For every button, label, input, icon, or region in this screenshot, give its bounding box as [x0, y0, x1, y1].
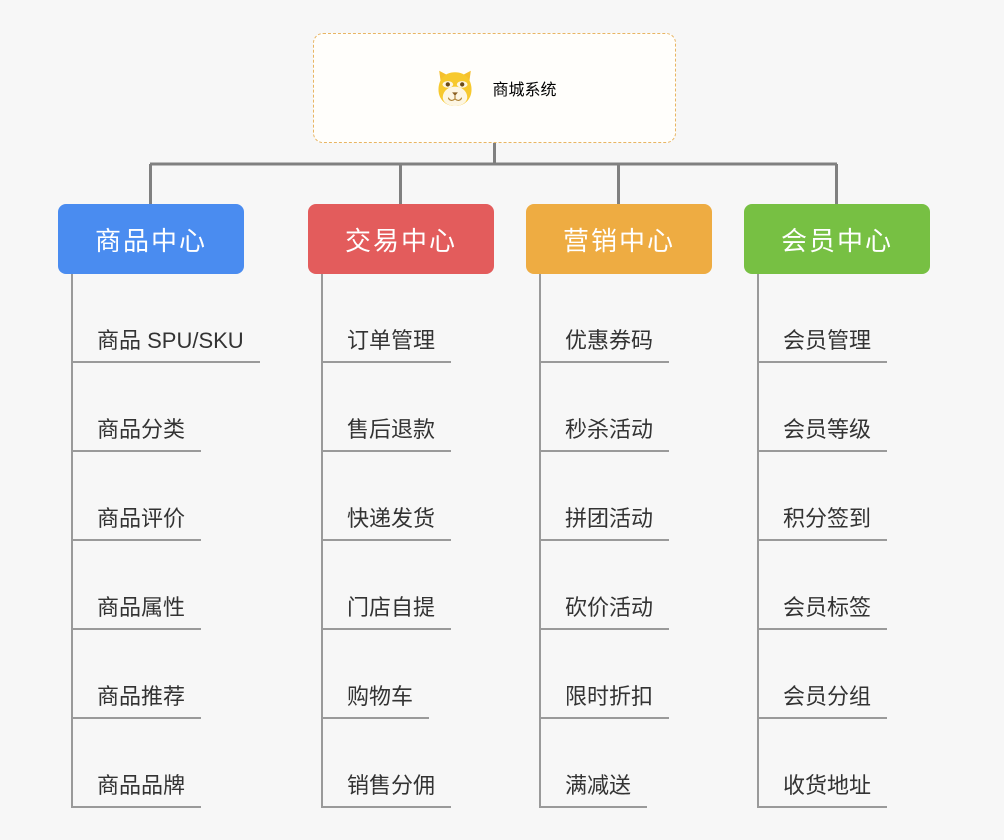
leaf-connector — [321, 628, 347, 630]
leaf-item[interactable]: 砍价活动 — [539, 541, 712, 630]
leaf-connector — [71, 806, 97, 808]
category-title-4: 会员中心 — [780, 225, 893, 256]
trunk-line-1 — [71, 274, 73, 808]
leaf-connector — [757, 361, 783, 363]
leaf-item[interactable]: 秒杀活动 — [539, 363, 712, 452]
leaf-connector — [71, 361, 97, 363]
leaf-connector — [71, 539, 97, 541]
leaf-connector — [321, 717, 347, 719]
leaf-item[interactable]: 售后退款 — [321, 363, 494, 452]
leaf-item[interactable]: 商品分类 — [71, 363, 244, 452]
leaf-connector — [539, 628, 565, 630]
leaf-item[interactable]: 满减送 — [539, 719, 712, 808]
leaf-connector — [757, 450, 783, 452]
leaf-connector — [321, 450, 347, 452]
leaf-connector — [539, 539, 565, 541]
trunk-line-2 — [321, 274, 323, 808]
leaf-connector — [539, 450, 565, 452]
shiba-dog-icon — [432, 65, 478, 111]
leaf-connector — [757, 628, 783, 630]
category-header-2[interactable]: 交易中心 — [308, 204, 494, 274]
leaf-connector — [71, 717, 97, 719]
leaf-item[interactable]: 门店自提 — [321, 541, 494, 630]
category-title-2: 交易中心 — [344, 225, 457, 256]
leaf-item[interactable]: 积分签到 — [757, 452, 930, 541]
leaf-item[interactable]: 优惠券码 — [539, 274, 712, 363]
branch-column-1: 商品中心 商品 SPU/SKU 商品分类 商品评价 商品属性 商品推荐 商品品牌 — [58, 204, 260, 808]
leaf-item[interactable]: 商品评价 — [71, 452, 244, 541]
trunk-line-3 — [539, 274, 541, 808]
leaf-list-1: 商品 SPU/SKU 商品分类 商品评价 商品属性 商品推荐 商品品牌 — [58, 274, 260, 808]
branch-column-4: 会员中心 会员管理 会员等级 积分签到 会员标签 会员分组 收货地址 — [744, 204, 930, 808]
leaf-item[interactable]: 会员等级 — [757, 363, 930, 452]
root-title: 商城系统 — [492, 82, 557, 99]
leaf-item[interactable]: 订单管理 — [321, 274, 494, 363]
leaf-item[interactable]: 商品 SPU/SKU — [71, 274, 260, 363]
leaf-connector — [321, 539, 347, 541]
leaf-list-3: 优惠券码 秒杀活动 拼团活动 砍价活动 限时折扣 满减送 — [526, 274, 712, 808]
leaf-connector — [757, 806, 783, 808]
leaf-item[interactable]: 商品属性 — [71, 541, 244, 630]
leaf-connector — [757, 539, 783, 541]
leaf-connector — [71, 450, 97, 452]
leaf-connector — [757, 717, 783, 719]
leaf-item[interactable]: 销售分佣 — [321, 719, 494, 808]
leaf-connector — [539, 717, 565, 719]
leaf-connector — [539, 806, 565, 808]
leaf-connector — [539, 361, 565, 363]
category-title-3: 营销中心 — [562, 225, 675, 256]
leaf-item[interactable]: 商品品牌 — [71, 719, 244, 808]
leaf-item[interactable]: 收货地址 — [757, 719, 930, 808]
leaf-item[interactable]: 快递发货 — [321, 452, 494, 541]
leaf-item[interactable]: 会员标签 — [757, 541, 930, 630]
leaf-connector — [321, 361, 347, 363]
leaf-item[interactable]: 限时折扣 — [539, 630, 712, 719]
category-title-1: 商品中心 — [94, 225, 207, 256]
leaf-item[interactable]: 会员管理 — [757, 274, 930, 363]
leaf-connector — [321, 806, 347, 808]
trunk-line-4 — [757, 274, 759, 808]
category-header-3[interactable]: 营销中心 — [526, 204, 712, 274]
leaf-item[interactable]: 会员分组 — [757, 630, 930, 719]
leaf-list-4: 会员管理 会员等级 积分签到 会员标签 会员分组 收货地址 — [744, 274, 930, 808]
leaf-connector — [71, 628, 97, 630]
branch-column-3: 营销中心 优惠券码 秒杀活动 拼团活动 砍价活动 限时折扣 满减送 — [526, 204, 712, 808]
leaf-item[interactable]: 商品推荐 — [71, 630, 244, 719]
category-header-4[interactable]: 会员中心 — [744, 204, 930, 274]
leaf-item[interactable]: 拼团活动 — [539, 452, 712, 541]
root-node[interactable]: 商城系统 — [313, 33, 676, 143]
leaf-list-2: 订单管理 售后退款 快递发货 门店自提 购物车 销售分佣 — [308, 274, 494, 808]
branch-column-2: 交易中心 订单管理 售后退款 快递发货 门店自提 购物车 销售分佣 — [308, 204, 494, 808]
category-header-1[interactable]: 商品中心 — [58, 204, 244, 274]
leaf-item[interactable]: 购物车 — [321, 630, 494, 719]
